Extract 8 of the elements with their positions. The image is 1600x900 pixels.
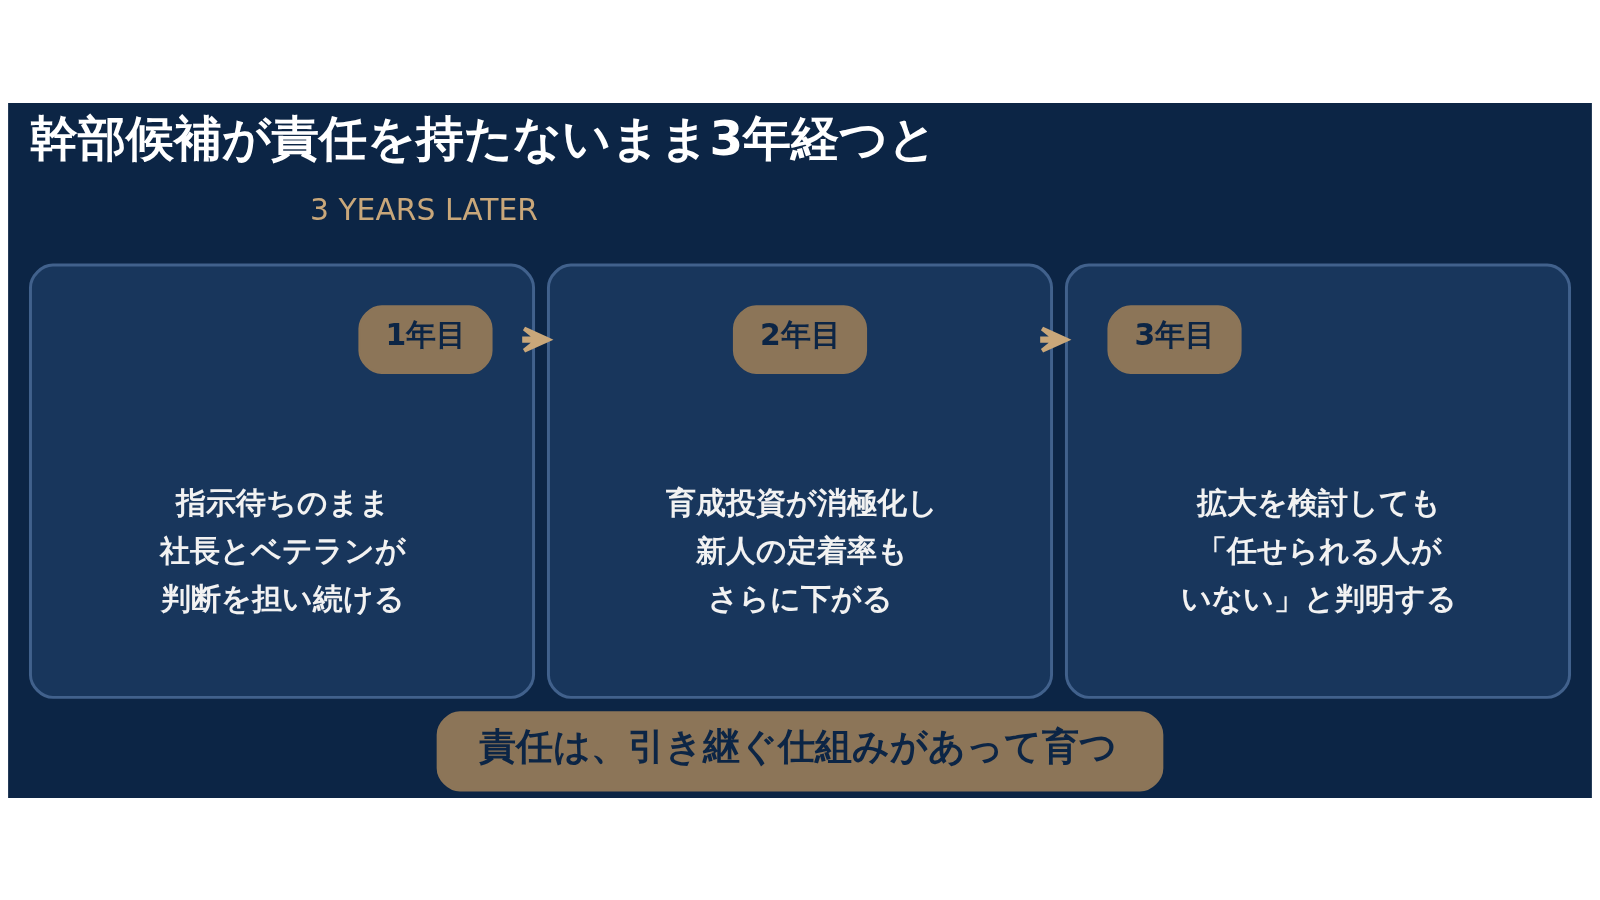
node-box: 2年目 (732, 304, 868, 374)
diagram-title: 幹部候補が責任を持たないまま3年経つと (30, 109, 938, 166)
arrow (1040, 326, 1069, 353)
label: 3 YEARS LATER (309, 191, 538, 227)
node-box: 3年目 (1107, 304, 1242, 374)
arrow (522, 326, 551, 353)
node-box: 1年目 (358, 304, 493, 374)
node-box: 責任は、引き継ぐ仕組みがあって育つ (436, 710, 1164, 791)
